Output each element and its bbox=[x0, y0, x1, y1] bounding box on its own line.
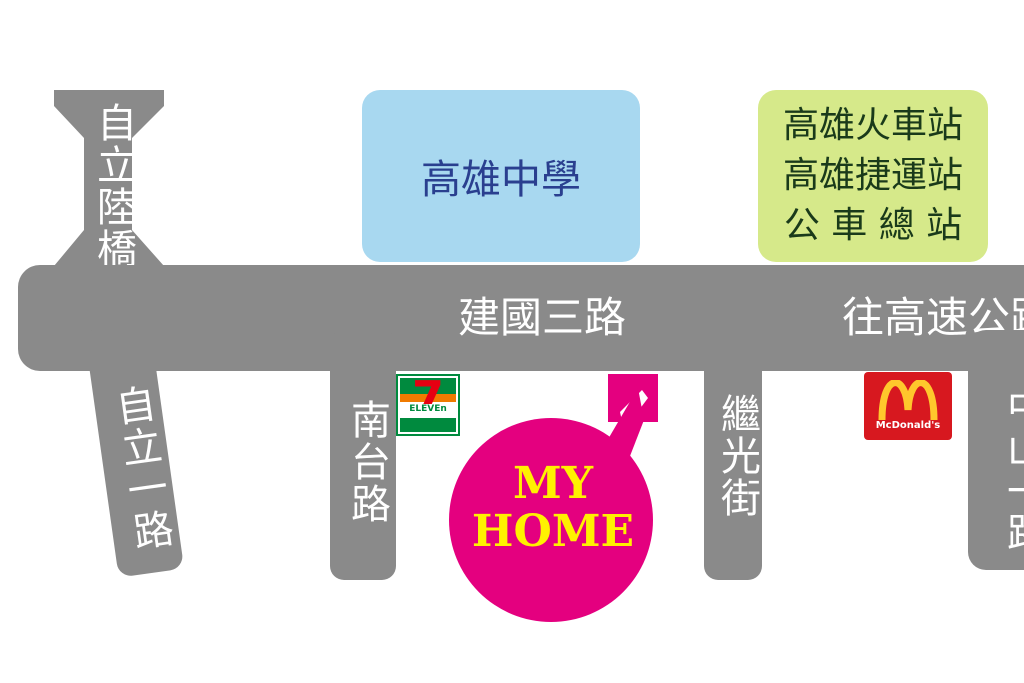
station-line-1: 高雄火車站 bbox=[782, 105, 963, 146]
nantai-road bbox=[330, 330, 396, 580]
jiguang-road bbox=[704, 330, 762, 580]
seven-eleven-text: ELEVEn bbox=[398, 404, 458, 414]
seven-eleven-logo: 7 ELEVEn bbox=[396, 371, 460, 436]
zhongshan-road-label: 中山一路 bbox=[1000, 386, 1024, 554]
main-road bbox=[18, 265, 1024, 371]
station-line-2: 高雄捷運站 bbox=[782, 155, 963, 196]
station-landmark: 高雄火車站 高雄捷運站 公 車 總 站 bbox=[758, 90, 988, 262]
station-line-3: 公 車 總 站 bbox=[783, 205, 963, 246]
main-road-label: 建國三路 bbox=[458, 293, 627, 342]
school-landmark: 高雄中學 bbox=[362, 90, 640, 262]
mcdonalds-text: McDonald's bbox=[875, 420, 941, 431]
bridge-label: 自立陸橋 bbox=[90, 102, 136, 270]
school-label: 高雄中學 bbox=[421, 157, 581, 203]
nantai-road-label: 南台路 bbox=[344, 399, 390, 525]
bridge-shape bbox=[54, 90, 164, 280]
jiguang-road-label: 繼光街 bbox=[714, 393, 760, 519]
zhongshan-road bbox=[968, 330, 1024, 570]
golden-arches-icon bbox=[878, 380, 938, 420]
mcdonalds-logo: McDonald's bbox=[864, 372, 952, 440]
home-label-line1: MY bbox=[512, 458, 594, 509]
seven-eleven-number: 7 bbox=[411, 371, 444, 425]
home-label-line2: HOME bbox=[471, 506, 635, 557]
home-pin bbox=[449, 374, 658, 622]
ziliyi-road-label: 自立一路 bbox=[106, 382, 176, 555]
